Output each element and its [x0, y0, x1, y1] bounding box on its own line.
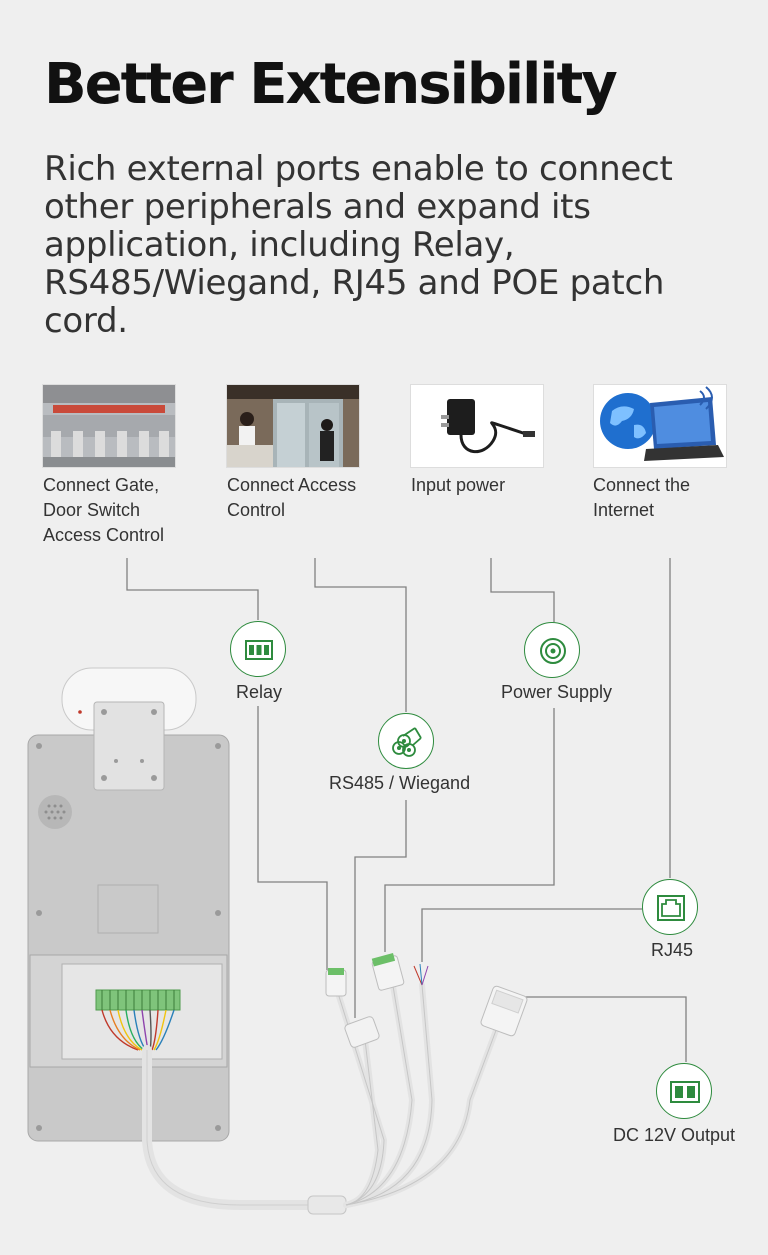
- relay-connector: [325, 968, 347, 997]
- turnstile-gate-photo: [42, 384, 176, 468]
- relay-terminal-icon: [230, 621, 286, 677]
- dc-output-icon: [656, 1063, 712, 1119]
- rj45-loose-wires: [413, 963, 429, 986]
- caption-gate: Connect Gate, Door Switch Access Control: [43, 475, 165, 545]
- page-title: Better Extensibility: [44, 52, 618, 117]
- wire-bundle-icon: [378, 713, 434, 769]
- rj45-label: RJ45: [651, 940, 694, 960]
- dc-jack-icon: [524, 622, 580, 678]
- caption-input-power: Input power: [411, 475, 506, 495]
- relay-label: Relay: [236, 682, 283, 702]
- globe-laptop-photo: [593, 384, 727, 468]
- rs485-label: RS485 / Wiegand: [329, 773, 471, 793]
- power-adapter-photo: [410, 384, 544, 468]
- dc-output-connector: [480, 985, 528, 1037]
- access-door-photo: [226, 384, 360, 468]
- caption-access-control: Connect Access Control: [227, 475, 357, 520]
- caption-internet: Connect the Internet: [593, 475, 691, 520]
- rs485-connector: [344, 1016, 380, 1048]
- ethernet-port-icon: [642, 879, 698, 935]
- power-connector: [371, 953, 405, 991]
- dc-12v-output-label: DC 12V Output: [613, 1125, 736, 1145]
- power-supply-label: Power Supply: [501, 682, 613, 702]
- intro-paragraph: Rich external ports enable to connect ot…: [44, 149, 673, 341]
- face-terminal-device: [27, 667, 230, 1142]
